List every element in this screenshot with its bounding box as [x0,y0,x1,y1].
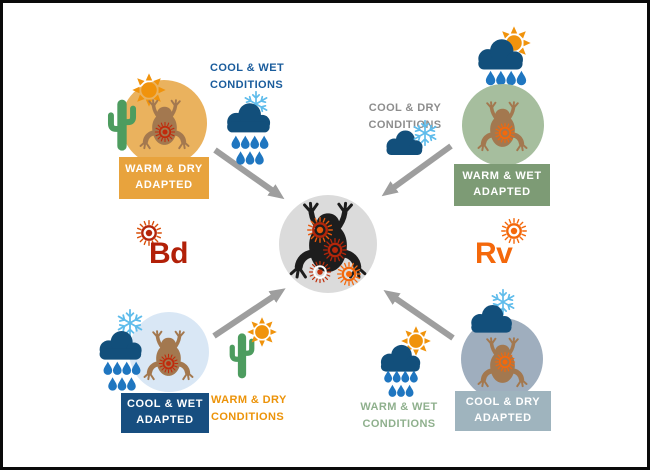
cloud-icon [95,329,145,360]
bd-label: Bd [149,237,189,270]
label-cool-dry-conditions: COOL & DRY CONDITIONS [368,102,442,131]
label-warm-dry-adapted: WARM & DRY ADAPTED [119,157,209,199]
label-cool-dry-adapted: COOL & DRY ADAPTED [455,391,551,431]
cloud-icon [377,343,423,372]
cloud-icon [223,101,273,133]
arrow-top-left-to-center [213,147,285,200]
label-warm-wet-adapted: WARM & WET ADAPTED [454,164,550,206]
arrow-bottom-left-to-center [212,288,286,339]
arrow-bottom-right-to-center [383,290,455,341]
cloud-icon [474,37,526,70]
label-cool-wet-adapted: COOL & WET ADAPTED [121,393,209,433]
pathogen-particle-icon [336,261,362,287]
label-cool-wet-conditions: COOL & WET CONDITIONS [210,62,285,91]
rv-label: Rv [475,237,513,270]
pathogen-spot-icon [494,351,516,373]
raindrops-icon [230,134,270,167]
pathogen-spot-icon [154,121,176,143]
pathogen-spot-icon [158,353,179,374]
transmission-arrows [212,143,455,341]
cloud-icon [467,303,515,333]
sun-icon [246,316,278,348]
raindrops-icon [102,360,142,393]
snowflake-icon [411,119,439,147]
pathogen-particle-icon [308,260,332,284]
arrow-top-right-to-center [381,143,453,197]
label-warm-dry-conditions: WARM & DRY CONDITIONS [211,394,287,423]
raindrops-icon [380,369,422,399]
pathogen-spot-icon [494,122,516,144]
label-warm-wet-conditions: WARM & WET CONDITIONS [360,401,438,430]
